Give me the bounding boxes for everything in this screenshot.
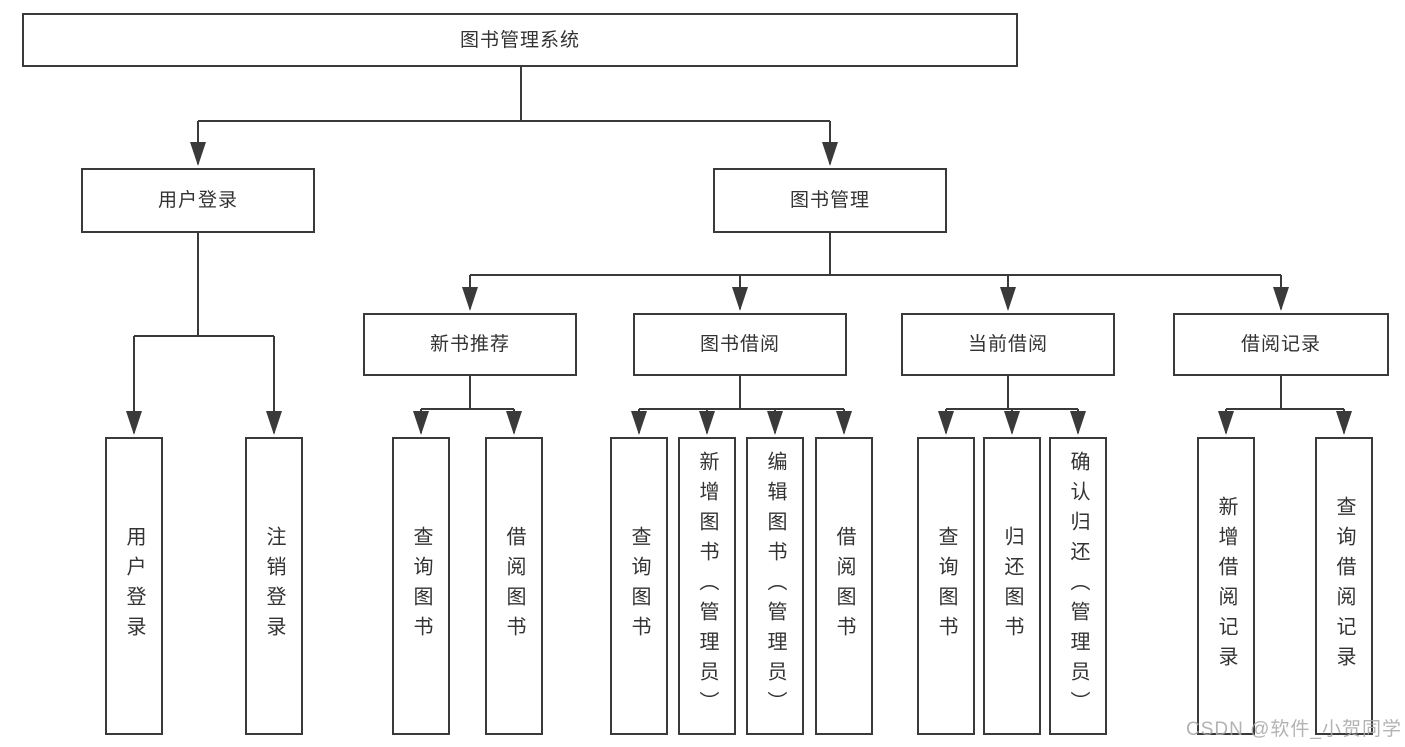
leaf-current-query-books: 查询图书 [917,437,975,735]
node-library-management-system: 图书管理系统 [22,13,1018,67]
node-borrowing-records: 借阅记录 [1173,313,1389,376]
leaf-borrowing-add-books-admin: 新增图书（管理员） [678,437,736,735]
node-book-management: 图书管理 [713,168,947,233]
leaf-user-login: 用户登录 [105,437,163,735]
node-new-book-recommend: 新书推荐 [363,313,577,376]
leaf-borrowing-edit-books-admin: 编辑图书（管理员） [746,437,804,735]
node-book-borrowing: 图书借阅 [633,313,847,376]
leaf-recommend-borrow-books: 借阅图书 [485,437,543,735]
leaf-current-confirm-return-admin: 确认归还（管理员） [1049,437,1107,735]
csdn-watermark: CSDN @软件_小贺同学 [1186,719,1402,740]
leaf-current-return-books: 归还图书 [983,437,1041,735]
leaf-records-add-record: 新增借阅记录 [1197,437,1255,735]
leaf-logout: 注销登录 [245,437,303,735]
leaf-records-query-record: 查询借阅记录 [1315,437,1373,735]
leaf-borrowing-borrow-books: 借阅图书 [815,437,873,735]
leaf-recommend-query-books: 查询图书 [392,437,450,735]
node-user-login: 用户登录 [81,168,315,233]
node-current-borrowing: 当前借阅 [901,313,1115,376]
leaf-borrowing-query-books: 查询图书 [610,437,668,735]
